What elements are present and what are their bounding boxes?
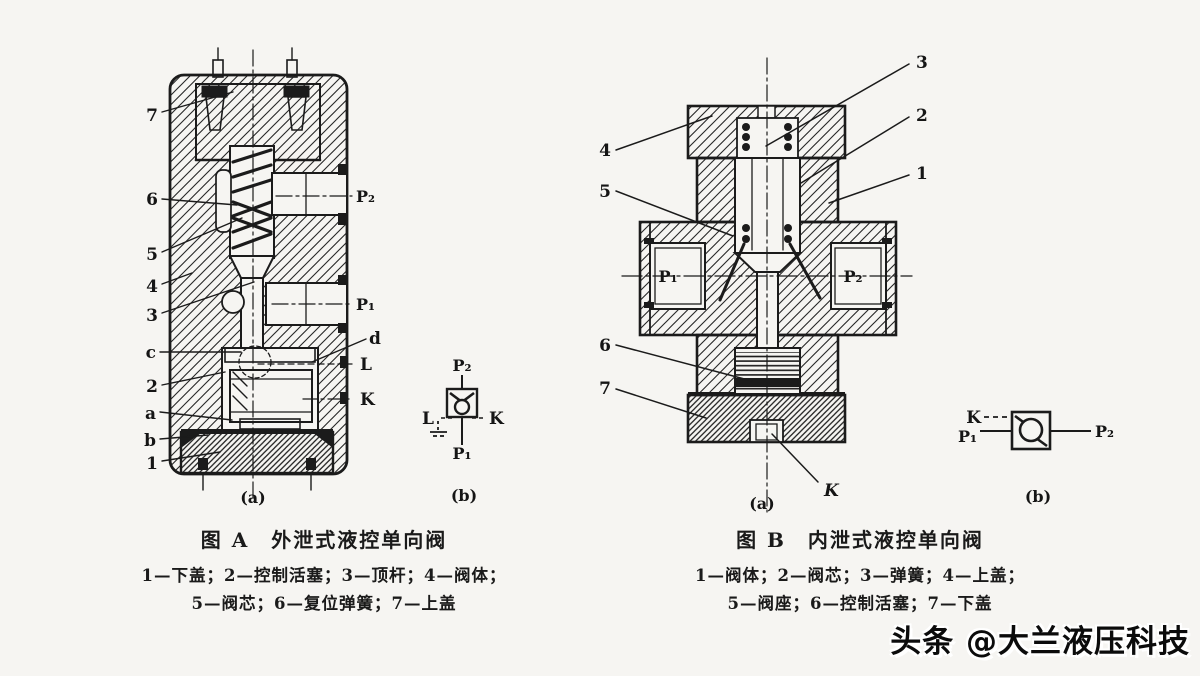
bottom-cover-a [179,429,335,491]
port-p2-channel [271,164,348,225]
label-a-d: d [369,329,381,349]
label-a-K: K [360,390,376,410]
label-b-p2: P₂ [843,267,862,286]
label-a-7: 7 [146,106,158,126]
figure-a-symbol: P₂ L K P₁ (b) [422,356,505,505]
view-label-b-symbol: (b) [1025,487,1051,506]
label-a-1: 1 [146,454,158,474]
symbol-a-L: L [422,409,434,429]
label-b-p1: P₁ [658,267,677,286]
watermark-text: 头条 @大兰液压科技 [890,624,1190,660]
label-b-7: 7 [599,379,611,399]
symbol-b-p1: P₁ [958,427,977,446]
label-a-c: c [146,343,156,363]
label-b-6: 6 [599,336,611,356]
label-a-b: b [144,431,156,451]
label-b-5: 5 [599,182,611,202]
label-a-p2: P₂ [356,187,375,206]
symbol-a-K: K [489,409,505,429]
symbol-a-p1: P₁ [452,444,471,463]
figure-a-title: 图 A 外泄式液控单向阀 [200,528,448,552]
label-b-3: 3 [916,53,928,73]
figure-b-caption: 图 B 内泄式液控单向阀 1—阀体；2—阀芯；3—弹簧；4—上盖； 5—阀座；6… [658,524,1062,618]
label-a-2: 2 [146,377,158,397]
figure-a-parts-line2: 5—阀芯；6—复位弹簧；7—上盖 [191,594,457,613]
drain-symbol [430,421,447,437]
view-label-b: (a) [749,494,775,513]
label-b-K: K [823,481,840,501]
view-label-a-symbol: (b) [451,486,477,505]
label-a-4: 4 [146,277,158,297]
label-a-6: 6 [146,190,158,210]
figure-b-parts-line1: 1—阀体；2—阀芯；3—弹簧；4—上盖； [695,566,1025,585]
label-b-1: 1 [916,164,928,184]
view-label-a: (a) [240,488,266,507]
figure-b-title: 图 B 内泄式液控单向阀 [736,528,984,552]
figure-b-drawing: 4 5 3 2 1 6 7 K P₁ P₂ (a) [599,53,928,513]
figure-b-parts-line2: 5—阀座；6—控制活塞；7—下盖 [727,594,993,613]
leader-lines-a [159,91,367,462]
poppet-a [221,255,276,355]
label-a-L: L [360,355,372,375]
label-b-4: 4 [599,141,611,161]
figure-a-drawing: 7 6 5 4 3 c 2 a b 1 P₂ P₁ d L K (a) [144,47,381,507]
symbol-a-p2: P₂ [452,356,471,375]
figure-b-symbol: K P₁ P₂ (b) [958,408,1114,506]
symbol-b-K: K [966,408,982,428]
figure-a-caption: 图 A 外泄式液控单向阀 1—下盖；2—控制活塞；3—顶杆；4—阀体； 5—阀芯… [128,524,520,618]
label-a-5: 5 [146,245,158,265]
label-a-3: 3 [146,306,158,326]
leader-lines-b [615,63,910,483]
symbol-b-p2: P₂ [1095,422,1114,441]
label-a-a: a [145,404,156,424]
label-a-p1: P₁ [356,295,375,314]
top-studs [212,47,298,78]
figure-a-parts-line1: 1—下盖；2—控制活塞；3—顶杆；4—阀体； [141,566,507,585]
spring-bore-a [215,145,275,259]
check-valve-ball-b [1018,417,1044,443]
check-valve-ball-a [453,398,471,416]
label-b-2: 2 [916,106,928,126]
